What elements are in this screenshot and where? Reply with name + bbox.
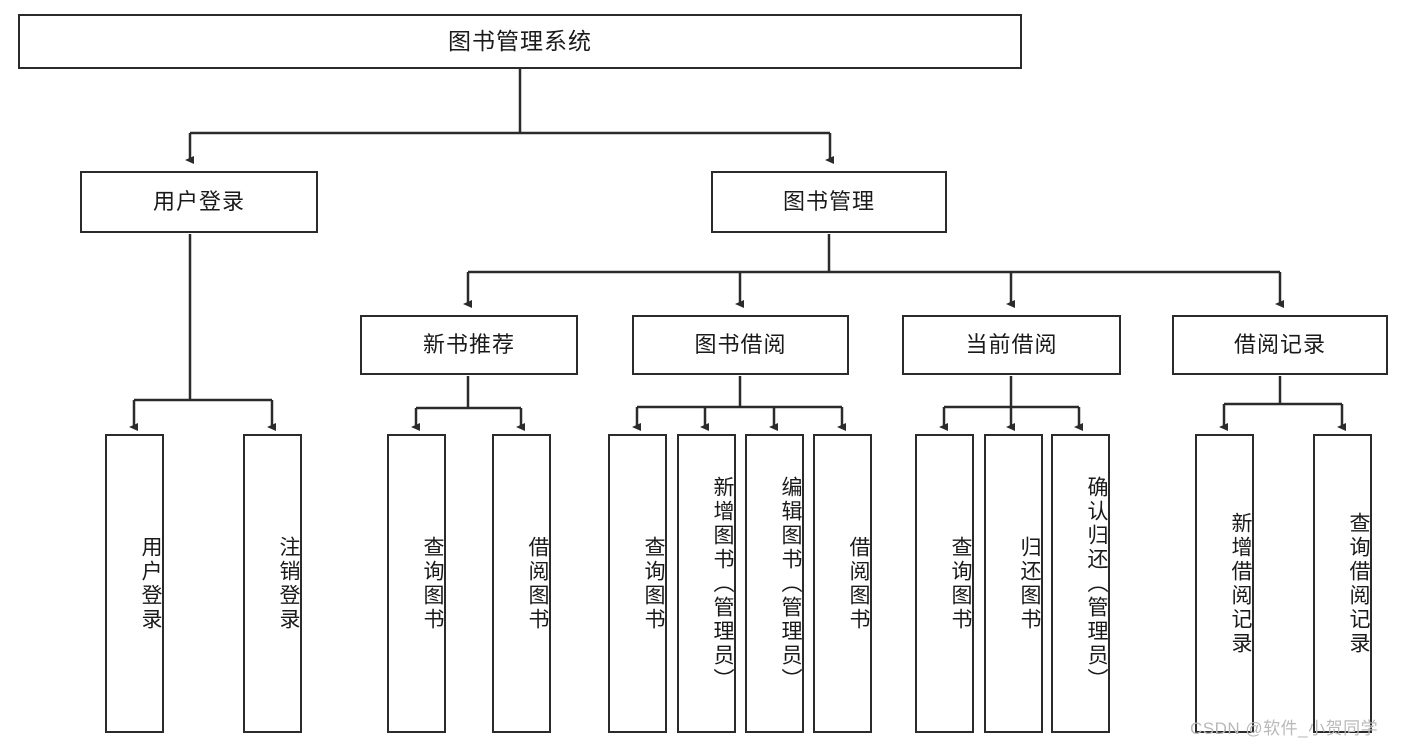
leaf-book-borrow-edit[interactable]: 编辑图书（管理员） [745,434,804,733]
leaf-new-book-borrow[interactable]: 借阅图书 [492,434,551,733]
leaf-book-borrow-add[interactable]: 新增图书（管理员） [677,434,736,733]
leaf-new-book-query[interactable]: 查询图书 [387,434,446,733]
leaf-current-borrow-query[interactable]: 查询图书 [915,434,974,733]
leaf-book-borrow-borrow[interactable]: 借阅图书 [813,434,872,733]
node-borrow-record[interactable]: 借阅记录 [1172,315,1388,375]
node-current-borrow[interactable]: 当前借阅 [902,315,1121,375]
leaf-user-login-login[interactable]: 用户登录 [105,434,164,733]
node-user-login[interactable]: 用户登录 [80,171,318,233]
node-book-management[interactable]: 图书管理 [711,171,947,233]
node-book-borrow[interactable]: 图书借阅 [632,315,849,375]
leaf-user-login-logout[interactable]: 注销登录 [243,434,302,733]
watermark-text: CSDN @软件_小贺同学 [1190,719,1379,738]
leaf-borrow-record-add[interactable]: 新增借阅记录 [1195,434,1254,733]
leaf-book-borrow-query[interactable]: 查询图书 [608,434,667,733]
node-new-book-recommend[interactable]: 新书推荐 [360,315,578,375]
node-root-system[interactable]: 图书管理系统 [18,14,1022,69]
leaf-current-borrow-confirm-return[interactable]: 确认归还（管理员） [1051,434,1110,733]
leaf-current-borrow-return[interactable]: 归还图书 [984,434,1043,733]
leaf-borrow-record-query[interactable]: 查询借阅记录 [1313,434,1372,733]
